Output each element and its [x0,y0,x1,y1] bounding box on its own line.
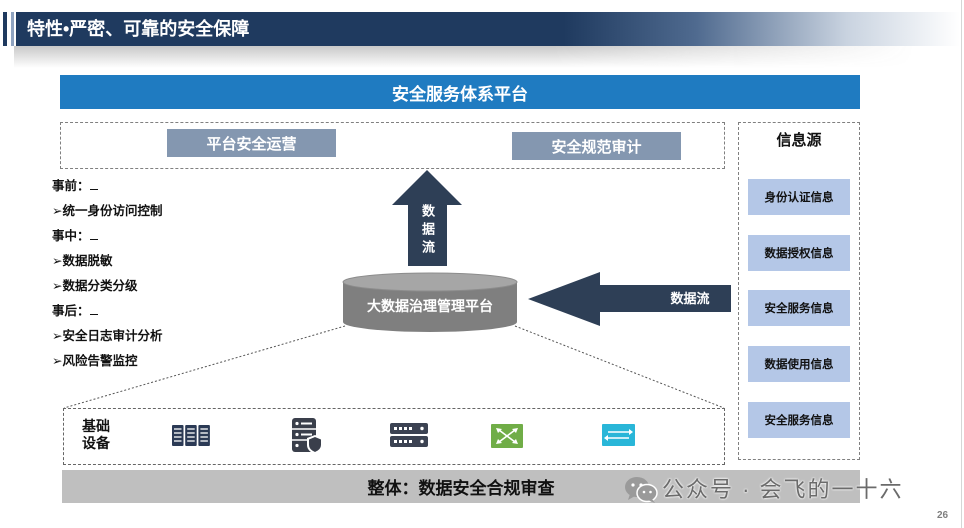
info-source-label: 数据使用信息 [764,359,834,371]
operations-frame [60,122,725,169]
title-accent-stripe [11,12,14,46]
phase-heading-during: 事中： [52,224,352,249]
phase-item: ➢风险告警监控 [52,354,138,368]
database-shield-icon [292,418,323,454]
info-source-label: 身份认证信息 [764,192,834,204]
info-source-item: 身份认证信息 [748,179,850,215]
slide-edge-line [961,0,962,528]
cyan-router-icon [602,424,635,446]
phase-item: ➢统一身份访问控制 [52,204,163,218]
phase-item: ➢数据分类分级 [52,279,138,293]
compliance-summary-label: 整体：数据安全合规审查 [367,479,555,498]
title-band: 特性•严密、可靠的安全保障 [16,12,960,46]
info-sources-frame [738,122,860,460]
phase-item: ➢安全日志审计分析 [52,329,163,343]
wechat-icon [625,477,658,503]
phase-item: ➢数据脱敏 [52,254,113,268]
network-switch-icon [390,423,428,447]
security-lifecycle-list: 事前： ➢统一身份访问控制 事中： ➢数据脱敏 ➢数据分类分级 事后： ➢安全日… [52,174,352,374]
phase-heading-after: 事后： [52,299,352,324]
title-accent-bar [3,12,7,46]
infrastructure-label-line: 基础 [82,418,110,434]
upward-data-flow-arrow [392,170,462,266]
compliance-summary-bar: 整体：数据安全合规审查 [62,470,860,503]
compliance-audit-label: 安全规范审计 [551,138,642,156]
title-band-shadow [14,46,914,68]
governance-platform-label: 大数据治理管理平台 [367,298,493,314]
platform-banner-label: 安全服务体系平台 [392,84,528,104]
info-source-label: 安全服务信息 [764,415,834,427]
page-number: 26 [937,510,949,521]
infrastructure-frame [63,408,725,465]
upward-data-flow-label: 数据流 [420,204,435,258]
inbound-data-flow-label: 数据流 [670,291,710,306]
info-sources-title: 信息源 [776,132,822,149]
infrastructure-label: 基础 设备 [82,418,110,452]
governance-platform-cylinder [342,272,518,332]
info-source-item: 数据授权信息 [748,235,850,271]
inbound-data-flow-arrow [528,272,731,326]
server-rack-icon [172,425,210,446]
info-source-item: 安全服务信息 [748,290,850,326]
green-switch-icon [491,424,523,448]
info-source-label: 数据授权信息 [764,248,834,260]
slide-title: 特性•严密、可靠的安全保障 [27,19,250,39]
phase-heading-before: 事前： [52,174,352,199]
platform-security-ops-box: 平台安全运营 [167,129,336,157]
info-source-item: 安全服务信息 [748,402,850,438]
infrastructure-label-line: 设备 [82,435,110,451]
watermark-text: 公众号 · 会飞的一十六 [662,477,904,502]
platform-banner: 安全服务体系平台 [60,75,860,109]
platform-security-ops-label: 平台安全运营 [206,135,297,153]
info-source-item: 数据使用信息 [748,346,850,382]
info-source-label: 安全服务信息 [764,303,834,315]
compliance-audit-box: 安全规范审计 [512,132,681,160]
